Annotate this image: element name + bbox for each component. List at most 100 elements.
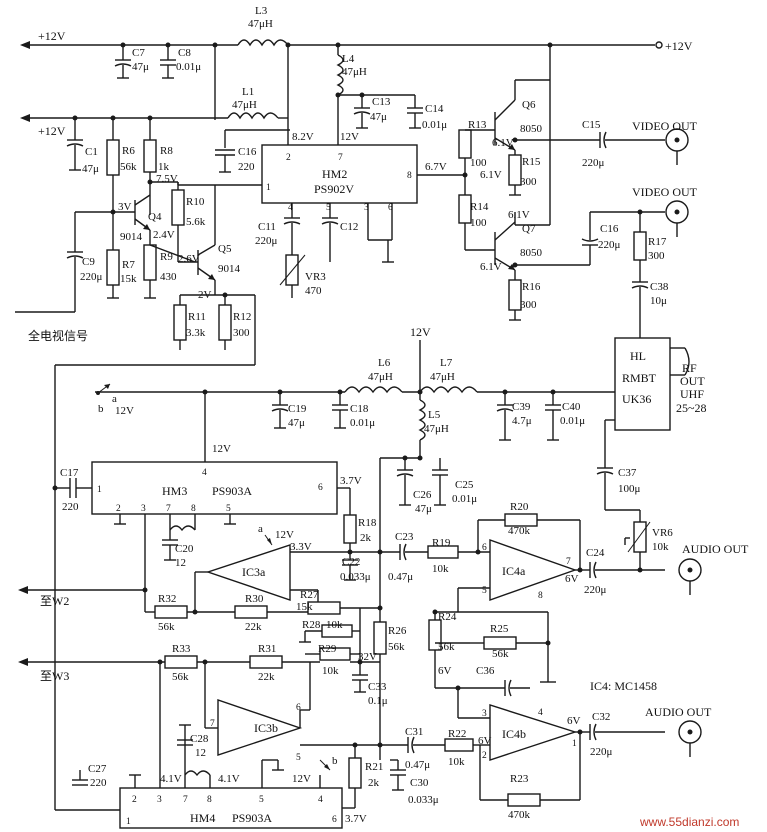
svg-text:7: 7 — [566, 557, 571, 567]
svg-text:0.01μ: 0.01μ — [350, 417, 375, 429]
svg-text:100: 100 — [470, 217, 487, 229]
svg-text:47μH: 47μH — [232, 99, 257, 111]
svg-text:8050: 8050 — [520, 247, 543, 259]
hm3-module — [91, 461, 338, 515]
svg-text:C18: C18 — [350, 403, 369, 415]
svg-text:L6: L6 — [378, 357, 391, 369]
svg-text:220: 220 — [90, 777, 107, 789]
svg-text:47μH: 47μH — [248, 18, 273, 30]
svg-text:3: 3 — [141, 504, 146, 514]
svg-text:12V: 12V — [340, 131, 359, 143]
inductor-labels: L3 47μH L1 47μH L4 47μH L6 47μH L7 47μH … — [232, 5, 455, 435]
svg-text:R10: R10 — [186, 196, 205, 208]
svg-text:10k: 10k — [432, 563, 449, 575]
svg-text:b: b — [332, 755, 338, 767]
svg-text:15k: 15k — [120, 273, 137, 285]
svg-text:C16: C16 — [238, 146, 257, 158]
svg-text:PS902V: PS902V — [314, 182, 354, 196]
svg-text:C30: C30 — [410, 777, 429, 789]
svg-text:AUDIO OUT: AUDIO OUT — [645, 705, 712, 719]
svg-text:AUDIO OUT: AUDIO OUT — [682, 542, 749, 556]
svg-text:R28: R28 — [302, 619, 321, 631]
svg-text:6: 6 — [388, 203, 393, 213]
svg-text:0.01μ: 0.01μ — [560, 415, 585, 427]
svg-text:C25: C25 — [455, 479, 474, 491]
ic3a-opamp — [205, 544, 291, 601]
svg-text:HM4: HM4 — [190, 811, 215, 825]
svg-text:IC4b: IC4b — [502, 727, 526, 741]
svg-text:C20: C20 — [175, 543, 194, 555]
svg-text:470: 470 — [305, 285, 322, 297]
svg-text:C11: C11 — [258, 221, 276, 233]
svg-text:220μ: 220μ — [584, 584, 607, 596]
svg-text:Q4: Q4 — [148, 211, 162, 223]
svg-text:Q6: Q6 — [522, 99, 536, 111]
svg-text:3.3V: 3.3V — [290, 541, 312, 553]
video-output-stage — [458, 99, 689, 338]
svg-text:C24: C24 — [586, 547, 605, 559]
svg-text:22k: 22k — [258, 671, 275, 683]
svg-text:5: 5 — [226, 504, 231, 514]
capacitor-labels: C7 47μ C8 0.01μ C1 47μ C13 47μ C14 0.01μ… — [60, 47, 669, 806]
svg-text:10k: 10k — [326, 619, 343, 631]
svg-text:5.6k: 5.6k — [186, 216, 206, 228]
svg-text:3.7V: 3.7V — [340, 475, 362, 487]
transistor-labels: Q4 9014 Q5 9014 Q6 8050 Q7 8050 — [120, 99, 543, 275]
svg-text:5: 5 — [482, 586, 487, 596]
svg-text:4: 4 — [538, 708, 543, 718]
svg-text:R32: R32 — [158, 593, 176, 605]
svg-text:3.7V: 3.7V — [345, 813, 367, 825]
svg-text:VIDEO OUT: VIDEO OUT — [632, 119, 698, 133]
svg-text:1k: 1k — [158, 161, 170, 173]
junctions — [52, 42, 643, 748]
svg-text:VIDEO OUT: VIDEO OUT — [632, 185, 698, 199]
svg-text:430: 430 — [160, 271, 177, 283]
svg-text:10k: 10k — [322, 665, 339, 677]
svg-text:1: 1 — [126, 817, 131, 827]
rail-12v-mid: +12V — [38, 124, 66, 138]
rail-12v-b: 12V — [115, 405, 134, 417]
svg-text:C16: C16 — [600, 223, 619, 235]
svg-text:C1: C1 — [85, 146, 98, 158]
svg-text:UHF: UHF — [680, 387, 704, 401]
rail-12v-top: +12V — [38, 29, 66, 43]
svg-text:100μ: 100μ — [618, 483, 641, 495]
svg-text:1: 1 — [266, 183, 271, 193]
svg-text:C36: C36 — [476, 665, 495, 677]
svg-text:9014: 9014 — [218, 263, 241, 275]
svg-text:47μ: 47μ — [132, 61, 149, 73]
svg-text:6.1V: 6.1V — [492, 137, 514, 149]
rf-modulator — [614, 337, 671, 431]
svg-text:R33: R33 — [172, 643, 191, 655]
svg-text:4: 4 — [202, 468, 207, 478]
svg-text:R17: R17 — [648, 236, 667, 248]
svg-text:R22: R22 — [448, 728, 466, 740]
hm4-module — [119, 787, 343, 829]
svg-text:R14: R14 — [470, 201, 489, 213]
svg-text:47μH: 47μH — [342, 66, 367, 78]
svg-text:C27: C27 — [88, 763, 107, 775]
svg-text:56k: 56k — [158, 621, 175, 633]
svg-text:R20: R20 — [510, 501, 529, 513]
svg-text:IC4: MC1458: IC4: MC1458 — [590, 679, 657, 693]
svg-text:47μ: 47μ — [82, 163, 99, 175]
svg-text:0.47μ: 0.47μ — [405, 759, 430, 771]
svg-text:C32: C32 — [592, 711, 610, 723]
svg-text:C19: C19 — [288, 403, 307, 415]
svg-text:7: 7 — [183, 795, 188, 805]
svg-text:PS903A: PS903A — [232, 811, 272, 825]
top-power-rail — [20, 39, 663, 226]
svg-text:R21: R21 — [365, 761, 383, 773]
svg-text:L4: L4 — [342, 53, 355, 65]
svg-text:C28: C28 — [190, 733, 209, 745]
svg-text:R29: R29 — [318, 643, 337, 655]
svg-text:10k: 10k — [652, 541, 669, 553]
svg-text:7: 7 — [210, 719, 215, 729]
svg-text:C13: C13 — [372, 96, 391, 108]
svg-text:300: 300 — [233, 327, 250, 339]
svg-text:6V: 6V — [565, 573, 579, 585]
to-w3-label: 至W3 — [40, 669, 69, 683]
svg-text:C26: C26 — [413, 489, 432, 501]
svg-text:5: 5 — [259, 795, 264, 805]
